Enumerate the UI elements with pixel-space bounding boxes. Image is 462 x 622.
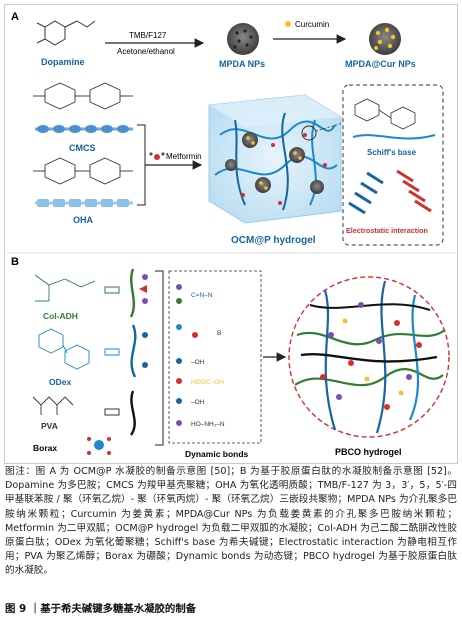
oha-label: OHA — [73, 215, 94, 225]
mpda-cur-nanoparticle — [369, 23, 401, 55]
cmcs-chain — [35, 125, 133, 133]
bond-text-2: B — [217, 330, 221, 337]
interaction-inset: Schiff's base Electrostatic interaction — [342, 84, 444, 246]
arrow-1-top-label: TMB/F127 — [129, 31, 167, 40]
figure-caption: 图注：图 A 为 OCM@P 水凝胶的制备示意图 [50]；B 为基于胶原蛋白肽… — [5, 465, 457, 579]
figure-panel: A Dopamine TMB/F127 Acetone/ethanol MPDA… — [4, 4, 458, 464]
panel-b: B Col-ADH ODex PVA Borax — [11, 256, 450, 459]
curcumin-label: Curcumin — [295, 20, 329, 29]
dopamine-label: Dopamine — [41, 57, 85, 67]
odex-label: ODex — [49, 377, 71, 387]
odex-structure — [38, 328, 90, 370]
col-adh-structure — [34, 274, 96, 302]
cmcs-label: CMCS — [69, 143, 96, 153]
electrostatic-label: Electrostatic interaction — [346, 226, 428, 235]
metformin-label: Metformin — [166, 152, 202, 161]
caption-text: 图注：图 A 为 OCM@P 水凝胶的制备示意图 [50]；B 为基于胶原蛋白肽… — [5, 466, 457, 577]
bond-text-5: –OH — [191, 399, 205, 406]
pva-label: PVA — [41, 421, 58, 431]
bond-text-4: HOOC–OH — [191, 379, 224, 386]
col-adh-label: Col-ADH — [43, 311, 78, 321]
ocmp-hydrogel-cube — [208, 94, 344, 224]
oha-structure — [33, 157, 133, 185]
hydrogel-label: OCM@P hydrogel — [231, 235, 316, 246]
oha-chain — [35, 199, 133, 207]
mpda-label: MPDA NPs — [219, 59, 265, 69]
dynamic-bonds-list: C=N–N B –OH HOOC–OH –OH HO–NH₂–N — [168, 270, 262, 444]
arrow-1-bottom-label: Acetone/ethanol — [117, 47, 175, 56]
bond-text-3: –OH — [191, 359, 205, 366]
mpda-nanoparticle — [227, 23, 259, 55]
curcumin-dot — [285, 21, 291, 27]
panel-a: A Dopamine TMB/F127 Acetone/ethanol MPDA… — [11, 11, 444, 246]
dopamine-molecule — [36, 20, 96, 46]
cmcs-structure — [33, 82, 133, 110]
pva-structure — [32, 396, 74, 415]
pbco-label: PBCO hydrogel — [335, 447, 402, 457]
metformin-icon — [149, 152, 165, 160]
bond-text-1: C=N–N — [191, 292, 213, 299]
borax-label: Borax — [33, 443, 57, 453]
panel-a-label: A — [11, 11, 19, 23]
panel-b-label: B — [11, 256, 19, 268]
pbco-hydrogel-network — [288, 276, 450, 438]
bond-text-6: HO–NH₂–N — [191, 421, 225, 428]
mpda-cur-label: MPDA@Cur NPs — [345, 59, 416, 69]
dynamic-bonds-label: Dynamic bonds — [185, 449, 249, 459]
borax-structure — [87, 437, 111, 455]
schiff-base-label: Schiff's base — [367, 148, 417, 157]
figure-title: 图 9 ｜基于希夫碱键多糖基水凝胶的制备 — [5, 603, 197, 615]
